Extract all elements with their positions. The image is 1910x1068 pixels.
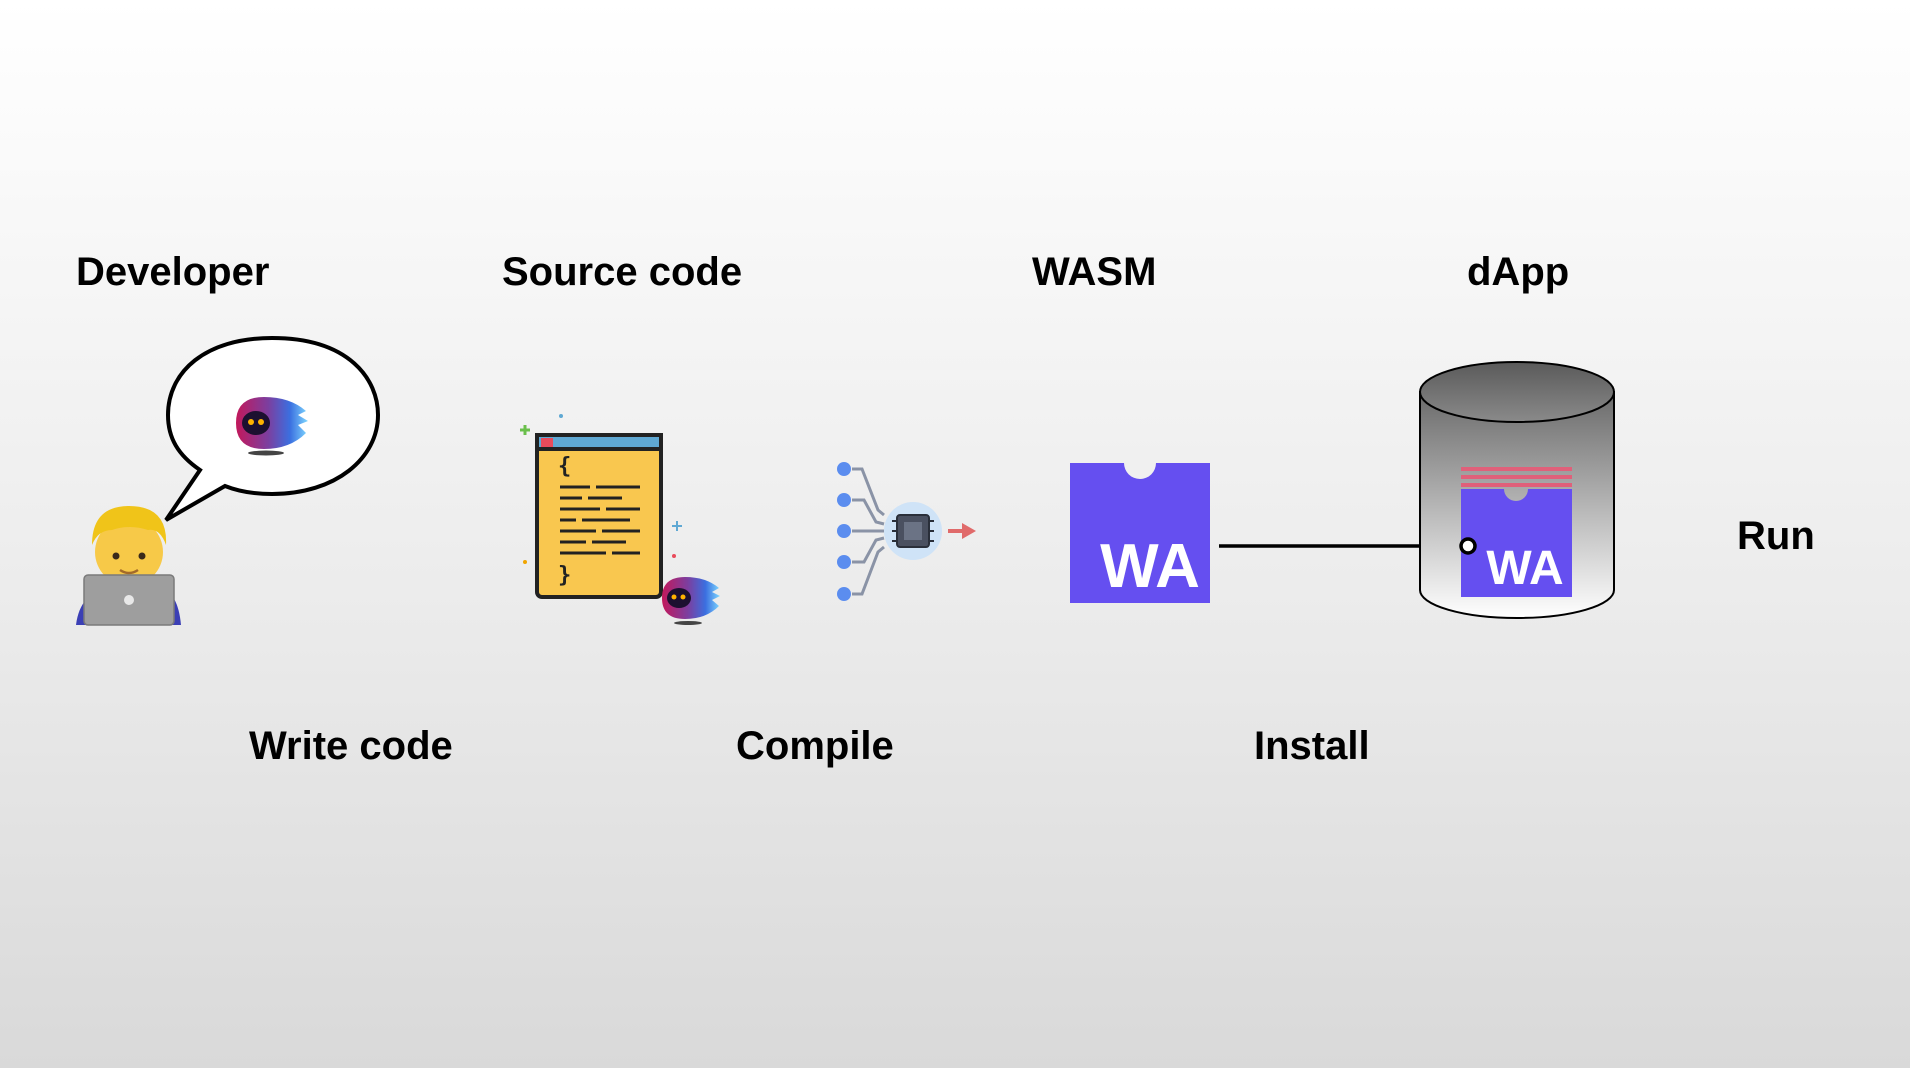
ghost-mascot-small-icon — [662, 577, 720, 625]
compile-chip-icon — [837, 462, 976, 601]
source-code-label: Source code — [502, 250, 743, 294]
install-label: Install — [1254, 724, 1370, 768]
dapp-label: dApp — [1467, 250, 1570, 294]
dapp-wasm-logo-text: WA — [1486, 542, 1563, 595]
wasm-logo: WA — [1070, 463, 1210, 603]
database-cylinder: WA — [1419, 361, 1615, 619]
wasm-label: WASM — [1032, 250, 1157, 294]
compile-label: Compile — [736, 724, 894, 768]
wasm-logo-in-dapp: WA — [1461, 467, 1572, 597]
svg-text:}: } — [558, 563, 571, 588]
ghost-mascot-icon — [236, 397, 308, 456]
developer-emoji — [76, 506, 181, 626]
svg-text:{: { — [558, 454, 571, 479]
developer-label: Developer — [76, 250, 270, 294]
wasm-logo-text: WA — [1100, 532, 1200, 601]
write-code-label: Write code — [249, 724, 453, 768]
run-label: Run — [1737, 514, 1815, 558]
code-file-icon: { } — [520, 414, 682, 599]
